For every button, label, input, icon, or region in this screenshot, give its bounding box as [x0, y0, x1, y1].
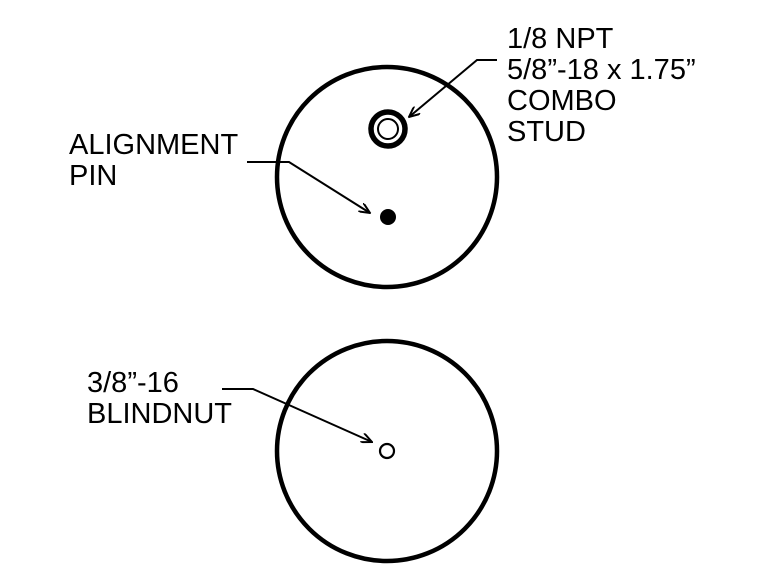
top-plate	[247, 59, 500, 290]
blindnut-leader-arrow	[222, 388, 372, 442]
blindnut-label-line-2: BLINDNUT	[87, 398, 233, 430]
pin-leader-arrow	[247, 161, 370, 213]
bottom-plate	[222, 338, 500, 564]
alignment-pin-icon	[380, 209, 396, 225]
top-plate-outline	[274, 64, 500, 290]
combo-stud-inner-icon	[377, 118, 399, 140]
alignment-pin-label-line-1: ALIGNMENT	[69, 129, 239, 161]
stud-label: 1/8 NPT 5/8”-18 x 1.75” COMBO STUD	[507, 24, 696, 148]
blindnut-icon	[378, 442, 396, 460]
stud-label-line-4: STUD	[507, 116, 586, 148]
bottom-plate-outline	[274, 338, 500, 564]
stud-leader-arrow	[409, 59, 497, 117]
combo-stud-outer-icon	[368, 109, 408, 149]
blindnut-label-line-1: 3/8”-16	[87, 367, 179, 399]
alignment-pin-label: ALIGNMENT PIN	[69, 130, 238, 192]
stud-label-line-1: 1/8 NPT	[507, 23, 614, 55]
alignment-pin-label-line-2: PIN	[69, 160, 118, 192]
stud-label-line-3: COMBO	[507, 85, 617, 117]
stud-label-line-2: 5/8”-18 x 1.75”	[507, 54, 696, 86]
blindnut-label: 3/8”-16 BLINDNUT	[87, 368, 232, 430]
